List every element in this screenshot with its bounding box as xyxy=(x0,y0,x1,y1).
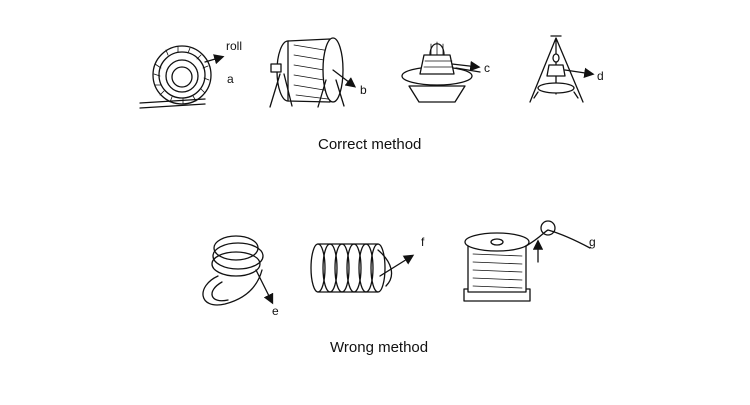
figure-b-reel-on-stand xyxy=(269,37,357,108)
figure-g-spool-kink xyxy=(463,220,591,302)
label-e: e xyxy=(272,304,279,318)
label-d: d xyxy=(597,69,604,83)
label-roll: roll xyxy=(226,39,242,53)
label-f: f xyxy=(421,235,425,249)
caption-correct-method: Correct method xyxy=(318,136,422,153)
label-g: g xyxy=(589,235,596,249)
caption-wrong-method: Wrong method xyxy=(330,339,429,356)
figure-a-rolling-coil xyxy=(139,45,225,109)
label-c: c xyxy=(484,61,490,75)
label-a: a xyxy=(227,72,234,86)
label-b: b xyxy=(360,83,367,97)
figure-c-turntable xyxy=(401,41,481,103)
figure-e-tangled-coil xyxy=(202,235,274,306)
figure-d-tripod-hoist xyxy=(529,35,595,103)
figure-f-coil-pulled-from-end xyxy=(310,243,415,293)
